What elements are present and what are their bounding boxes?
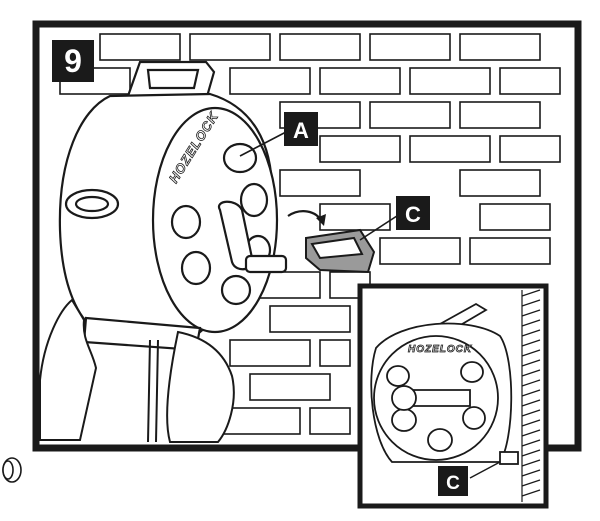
callout-c-inset-label: C (446, 473, 460, 494)
reel-brand-inset: HOZELOCK (408, 344, 472, 355)
loose-fitting (2, 457, 22, 483)
callout-a-leader (239, 131, 287, 157)
callout-c-leader (359, 213, 401, 241)
hose (147, 339, 159, 443)
callout-a-box (284, 112, 318, 146)
callout-c-inset-box (438, 466, 468, 496)
inset-wall (521, 289, 541, 502)
inset-hose-reel (370, 302, 519, 465)
step-number: 9 (64, 43, 82, 79)
hose-reel (58, 60, 288, 352)
hands (39, 298, 235, 443)
callout-c-inset-leader (469, 461, 501, 479)
step-badge (52, 40, 94, 82)
callout-a-label: A (293, 118, 309, 143)
wall-bracket (305, 228, 376, 274)
callout-c-box (396, 196, 430, 230)
callout-c-label: C (405, 202, 421, 227)
